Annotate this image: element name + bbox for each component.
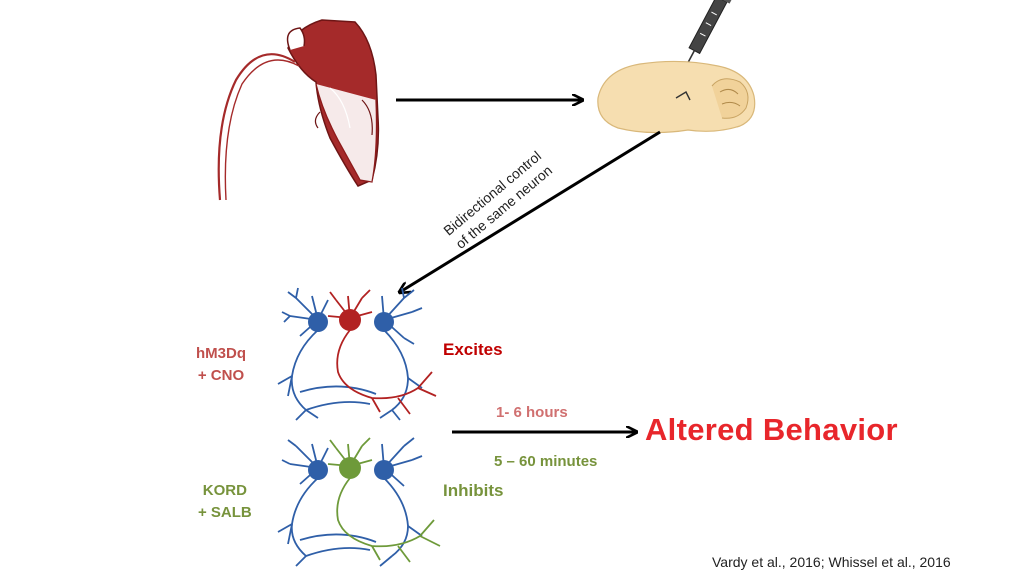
label-inhibits: Inhibits [443, 481, 504, 500]
label-time-top: 1- 6 hours [496, 404, 568, 421]
outcome-label: Altered Behavior [645, 412, 898, 447]
brain-icon [597, 60, 756, 134]
label-hm3dq: hM3Dq [196, 345, 246, 362]
mouse-icon [217, 19, 380, 201]
label-kord-salb: KORD + SALB [198, 480, 252, 524]
label-salb: + SALB [198, 504, 252, 521]
label-kord: KORD [202, 482, 247, 499]
citation: Vardy et al., 2016; Whissel et al., 2016 [712, 554, 951, 570]
label-time-bottom: 5 – 60 minutes [494, 453, 598, 470]
label-hm3dq-cno: hM3Dq + CNO [196, 343, 246, 387]
neuron-cluster-excite [277, 287, 437, 421]
arrow-brain-to-neurons [400, 130, 661, 292]
label-cno: + CNO [197, 367, 245, 384]
neuron-cluster-inhibit [277, 437, 441, 567]
label-excites: Excites [443, 340, 503, 359]
